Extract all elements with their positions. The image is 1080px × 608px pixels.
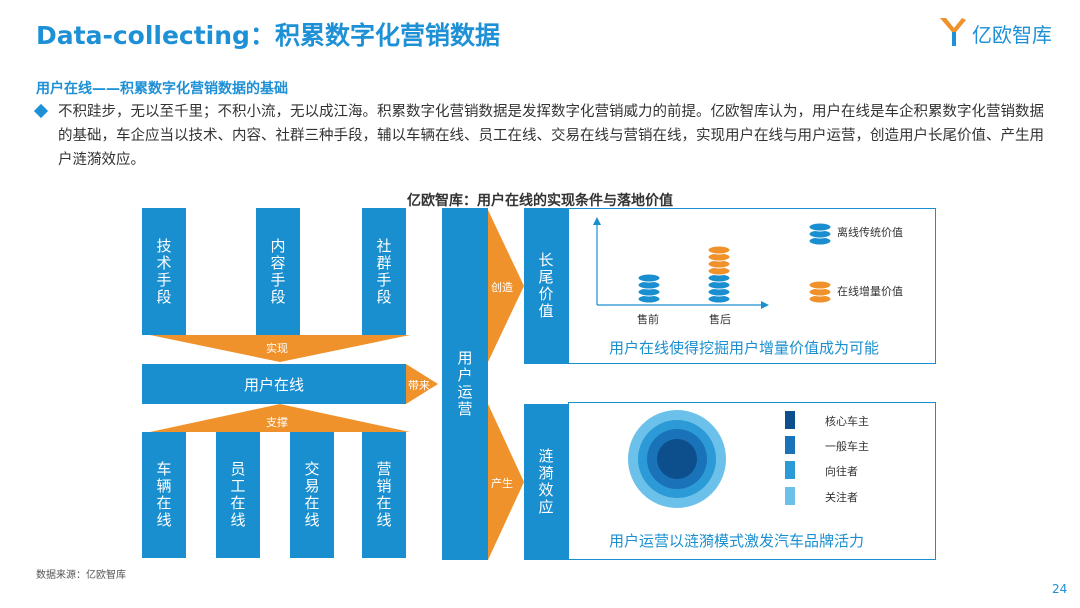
legend-core-owner: 核心车主 [825, 415, 869, 428]
transaction-online-box: 交易在线 [290, 432, 334, 558]
legend-coin-online-icon [808, 280, 832, 304]
user-online-box: 用户在线 [142, 364, 406, 404]
tech-means-box: 技术手段 [142, 208, 186, 335]
ripple-caption: 用户运营以涟漪模式激发汽车品牌活力 [609, 532, 865, 550]
page-title: Data-collecting：积累数字化营销数据 [36, 21, 500, 50]
legend-online-increment: 在线增量价值 [837, 285, 903, 298]
ripple-circles [628, 410, 795, 508]
diagram-title: 亿欧智库：用户在线的实现条件与落地价值 [407, 193, 673, 209]
long-tail-panel: 售前 售后 离线传统价值 在线增量价值 用户在线使得挖掘用户增量价值成为可能 [568, 208, 936, 364]
legend-swatch-aspirant [785, 461, 795, 479]
legend-coin-offline-icon [808, 222, 832, 246]
section-heading: 用户在线——积累数字化营销数据的基础 [36, 81, 288, 97]
content-means-box: 内容手段 [256, 208, 300, 335]
value-coin-chart [593, 217, 832, 309]
support-label: 支撑 [266, 416, 288, 429]
ripple-effect-box: 涟漪效应 [524, 404, 568, 560]
data-source: 数据来源：亿欧智库 [36, 570, 126, 581]
community-means-box: 社群手段 [362, 208, 406, 335]
coin-stack-aftersale [707, 245, 731, 304]
legend-offline-value: 离线传统价值 [837, 226, 903, 239]
support-arrow [150, 404, 410, 432]
user-operation-box: 用户运营 [442, 208, 488, 560]
legend-general-owner: 一般车主 [825, 440, 869, 453]
bring-arrow [406, 364, 438, 404]
long-tail-value-box: 长尾价值 [524, 208, 568, 364]
bring-label: 带来 [408, 379, 430, 392]
vehicle-online-box: 车辆在线 [142, 432, 186, 558]
long-tail-caption: 用户在线使得挖掘用户增量价值成为可能 [609, 339, 880, 357]
ripple-panel: 核心车主 一般车主 向往者 关注者 用户运营以涟漪模式激发汽车品牌活力 [568, 402, 936, 560]
logo-icon [940, 18, 966, 46]
realize-label: 实现 [266, 342, 288, 355]
legend-aspirant: 向往者 [825, 465, 858, 478]
category-label-presale: 售前 [637, 313, 659, 326]
legend-swatch-follower [785, 487, 795, 505]
staff-online-box: 员工在线 [216, 432, 260, 558]
page-number: 24 [1052, 582, 1068, 596]
produce-arrow [488, 404, 524, 560]
create-arrow [488, 210, 524, 362]
create-label: 创造 [491, 281, 513, 294]
produce-label: 产生 [491, 477, 513, 490]
intro-paragraph: 不积跬步，无以至千里；不积小流，无以成江海。积累数字化营销数据是发挥数字化营销威… [58, 104, 1044, 168]
legend-swatch-core [785, 411, 795, 429]
legend-swatch-general [785, 436, 795, 454]
logo-text: 亿欧智库 [972, 23, 1052, 47]
logo: 亿欧智库 [938, 16, 1058, 48]
realize-arrow [150, 335, 410, 362]
coin-stack-presale [637, 273, 661, 304]
category-label-aftersale: 售后 [709, 313, 731, 326]
legend-follower: 关注者 [825, 491, 858, 504]
marketing-online-box: 营销在线 [362, 432, 406, 558]
